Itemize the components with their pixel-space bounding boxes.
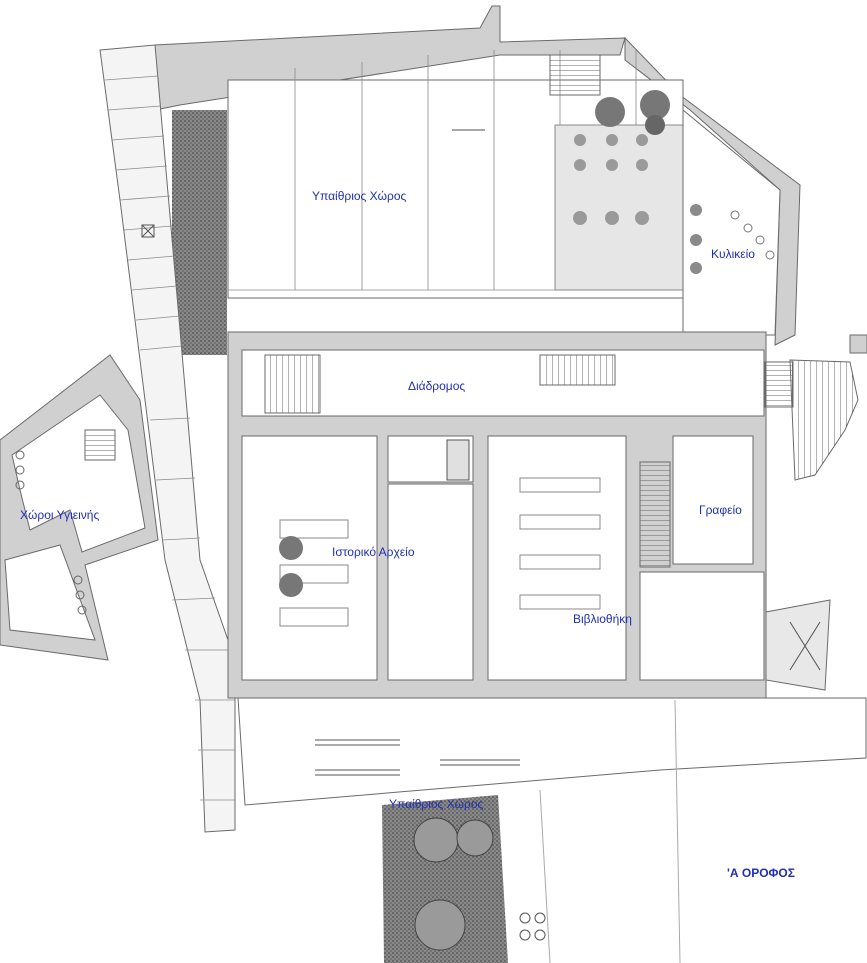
room-label-office: Γραφείο [699,503,742,517]
room-label-canteen: Κυλικείο [711,247,755,261]
trees-south [413,817,494,951]
east-block [765,599,831,691]
terrace-area [554,124,684,291]
west-path [99,44,236,833]
terrace-tables [573,134,649,225]
room-label-library: Βιβλιοθήκη [573,612,632,626]
floor-label: 'Α ΟΡΟΦΟΣ [727,866,795,880]
trees-north [595,90,670,135]
south-boundary-line [674,699,681,963]
exit-stair-east [764,361,794,408]
elevator [446,439,470,481]
east-room [639,571,765,681]
wc-fixtures [15,450,87,615]
east-edge-block [849,334,867,354]
office-room [672,435,754,565]
planting-strip-north [172,110,227,355]
archive-hall [387,483,474,681]
room-label-courtyard-north: Υπαίθριος Χώρος [312,189,407,203]
library-shelves [519,477,601,610]
corridor-stair-east [539,354,616,386]
south-benches [315,739,520,776]
south-courtyard [237,697,867,806]
east-boundary-wall [624,36,801,346]
room-label-wc: Χώροι Υγιεινής [20,508,100,522]
room-label-archive: Ιστορικό Αρχείο [332,545,415,559]
office-stair [639,461,671,568]
room-label-corridor: Διάδρομος [408,379,466,393]
corridor-room [241,349,765,417]
drain-box [141,224,155,238]
wc-stair [84,429,116,461]
east-curved-stair [789,359,859,481]
corridor-stair-west [264,354,321,414]
south-tables [519,912,546,941]
archive-room [241,435,378,681]
canteen-tables [690,204,702,274]
archive-plants [279,536,303,597]
canteen-counter [730,210,775,260]
west-path-steps [104,75,235,801]
archive-shelves [279,519,349,627]
room-label-courtyard-south: Υπαίθριος Χώρος [389,797,484,811]
wc-lower-room [4,544,96,641]
north-stair [549,54,601,96]
canteen-room [682,108,781,336]
